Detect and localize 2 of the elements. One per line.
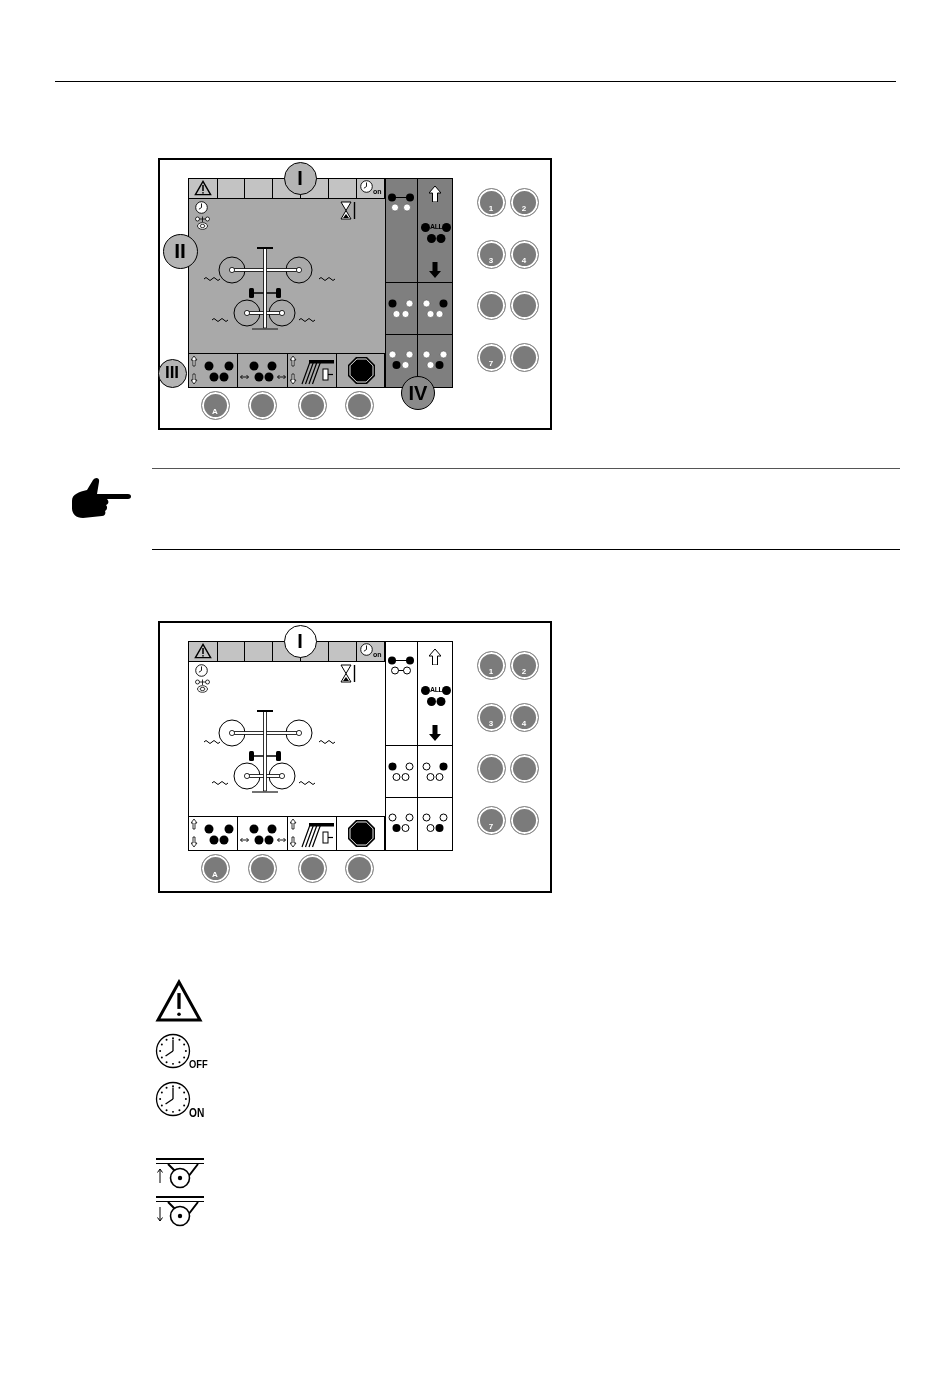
symbol-caption: ON xyxy=(189,1107,205,1119)
symbol-caption: OFF xyxy=(189,1059,208,1070)
